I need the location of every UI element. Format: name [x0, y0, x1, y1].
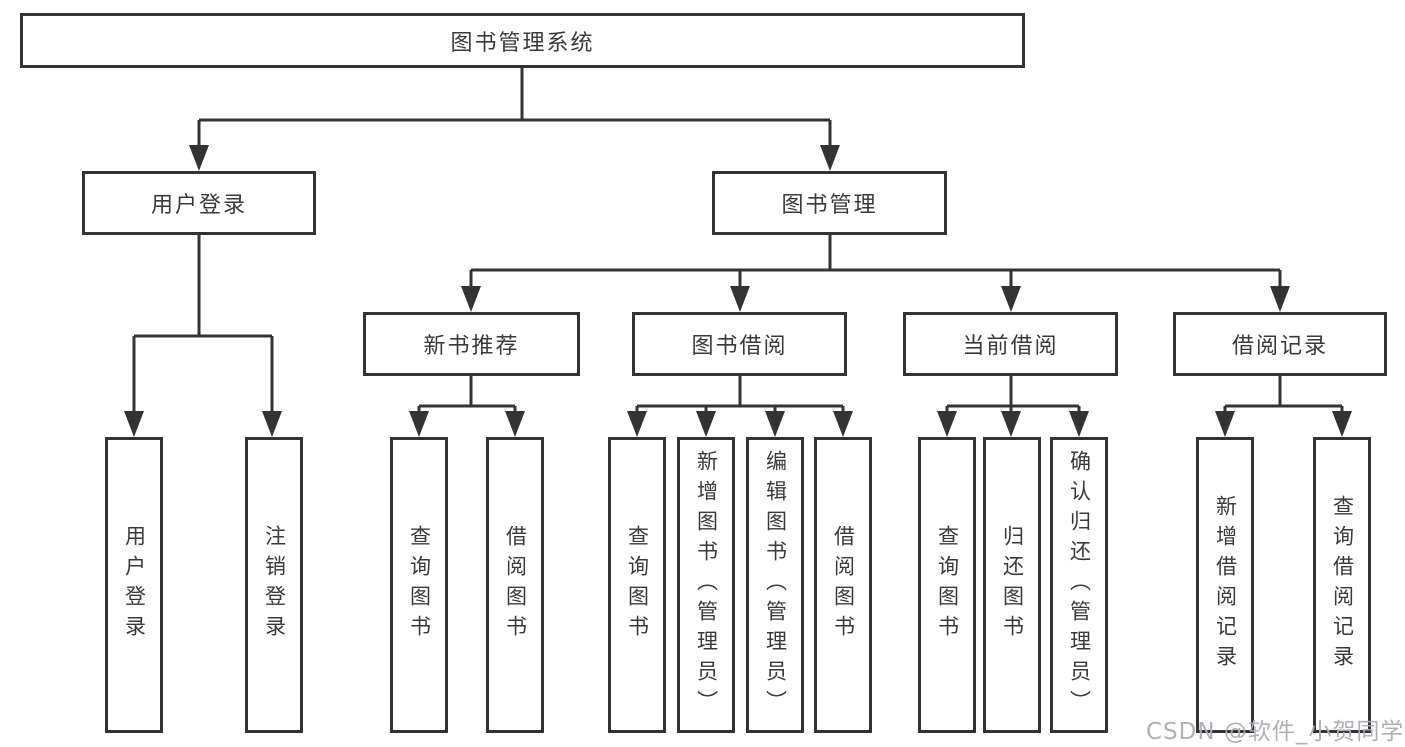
node-leaf-query-books-recommendation: 查询图书 — [390, 437, 448, 733]
node-leaf-query-borrow-record: 查询借阅记录 — [1313, 437, 1371, 733]
node-current-borrowing: 当前借阅 — [903, 312, 1118, 376]
node-leaf-query-books-current: 查询图书 — [918, 437, 976, 733]
node-label: 当前借阅 — [962, 334, 1059, 359]
node-leaf-borrow-books-borrowing: 借阅图书 — [814, 437, 872, 733]
node-leaf-add-books-admin: 新增图书（管理员） — [677, 437, 735, 733]
node-label: 查询图书 — [935, 525, 960, 645]
node-leaf-user-login: 用户登录 — [105, 437, 163, 733]
node-leaf-query-books-borrowing: 查询图书 — [608, 437, 666, 733]
node-new-book-recommendation: 新书推荐 — [363, 312, 580, 376]
node-leaf-return-books: 归还图书 — [983, 437, 1041, 733]
node-book-borrowing: 图书借阅 — [632, 312, 847, 376]
node-label: 图书管理系统 — [450, 30, 595, 56]
node-label: 借阅记录 — [1231, 334, 1328, 359]
node-borrowing-records: 借阅记录 — [1173, 312, 1387, 376]
node-label: 查询借阅记录 — [1330, 495, 1355, 675]
node-leaf-borrow-books-recommendation: 借阅图书 — [486, 437, 544, 733]
node-label: 新增图书（管理员） — [694, 450, 719, 720]
node-leaf-confirm-return-admin: 确认归还（管理员） — [1050, 437, 1108, 733]
node-label: 确认归还（管理员） — [1067, 450, 1092, 720]
node-label: 新书推荐 — [423, 334, 520, 359]
node-book-management: 图书管理 — [712, 171, 947, 235]
node-label: 图书借阅 — [691, 334, 788, 359]
node-library-management-system: 图书管理系统 — [20, 13, 1025, 68]
watermark: CSDN @软件_小贺同学 — [1146, 719, 1405, 745]
node-leaf-logout: 注销登录 — [245, 437, 303, 733]
node-label: 查询图书 — [625, 525, 650, 645]
node-label: 查询图书 — [407, 525, 432, 645]
node-label: 新增借阅记录 — [1213, 495, 1238, 675]
node-label: 注销登录 — [262, 525, 287, 645]
node-leaf-edit-books-admin: 编辑图书（管理员） — [746, 437, 804, 733]
node-label: 归还图书 — [1000, 525, 1025, 645]
node-user-login: 用户登录 — [82, 171, 316, 235]
node-label: 用户登录 — [150, 193, 247, 218]
node-label: 借阅图书 — [503, 525, 528, 645]
node-label: 用户登录 — [122, 525, 147, 645]
node-leaf-add-borrow-record: 新增借阅记录 — [1196, 437, 1254, 733]
node-label: 编辑图书（管理员） — [763, 450, 788, 720]
node-label: 借阅图书 — [831, 525, 856, 645]
node-label: 图书管理 — [781, 193, 878, 218]
